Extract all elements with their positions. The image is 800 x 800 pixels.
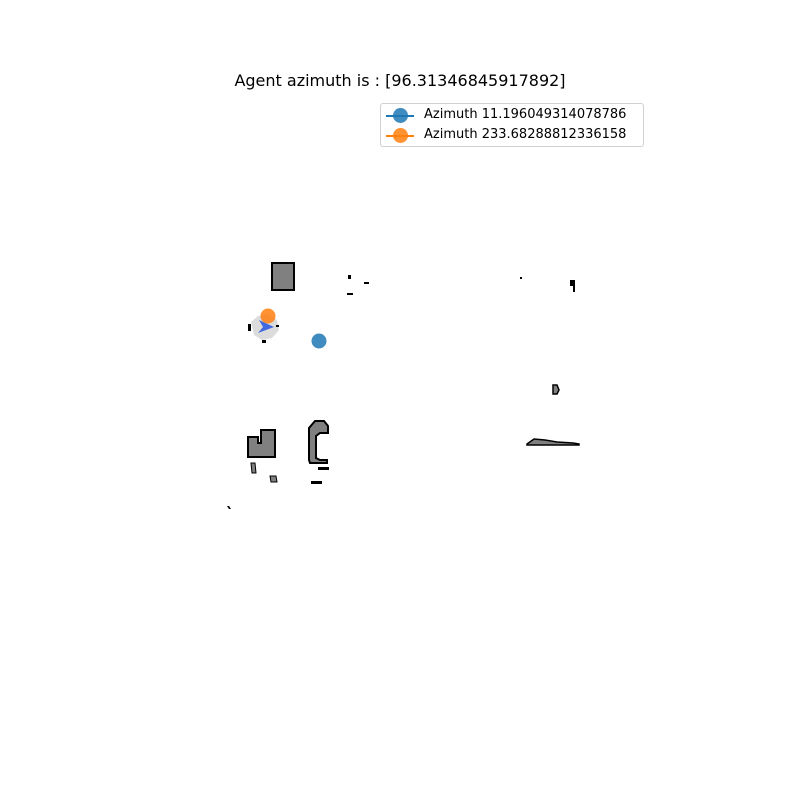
obstacle-speck xyxy=(227,506,231,509)
obstacle-speck xyxy=(520,277,522,279)
obstacle-speck xyxy=(364,282,369,284)
obstacle-box-top xyxy=(271,262,295,291)
azimuth-marker-2 xyxy=(260,308,276,324)
legend-label: Azimuth 11.196049314078786 xyxy=(424,107,627,122)
obstacle-l-shape xyxy=(247,429,276,458)
obstacle-wedge-right xyxy=(526,438,580,446)
obstacle-speck xyxy=(347,293,353,295)
obstacle-c-shape xyxy=(308,420,329,464)
azimuth-marker-1 xyxy=(311,333,327,349)
obstacle-speck xyxy=(570,280,575,292)
legend-dot-icon xyxy=(393,108,408,123)
plot-title: Agent azimuth is : [96.31346845917892] xyxy=(234,71,566,90)
obstacle-speck xyxy=(269,475,278,483)
legend-entry: Azimuth 233.68288812336158 xyxy=(381,126,643,146)
agent-heading-marker xyxy=(258,320,274,333)
obstacle-speck xyxy=(348,275,351,279)
obstacle-speck xyxy=(552,384,560,395)
legend-label: Azimuth 233.68288812336158 xyxy=(424,127,627,142)
obstacle-speck xyxy=(318,467,329,470)
obstacle-speck xyxy=(248,324,251,331)
legend-dot-icon xyxy=(393,128,408,143)
obstacle-speck xyxy=(262,340,266,343)
obstacle-speck xyxy=(276,325,279,327)
obstacle-speck xyxy=(250,462,257,474)
legend-entry: Azimuth 11.196049314078786 xyxy=(381,106,643,126)
legend: Azimuth 11.196049314078786 Azimuth 233.6… xyxy=(380,103,644,147)
obstacle-speck xyxy=(311,481,322,484)
